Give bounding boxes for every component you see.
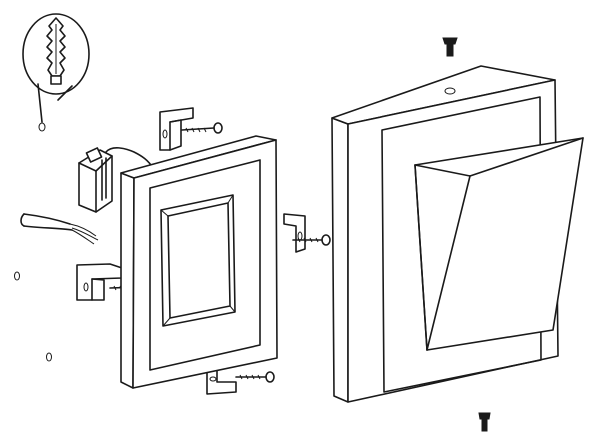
mounting-bracket-icon [159,107,194,151]
frame-icon [120,135,278,389]
screw-icon [292,234,331,246]
screw-icon [442,37,458,57]
mounting-bracket-icon [76,263,123,301]
mounting-bracket-icon [283,213,306,253]
cover-icon [331,65,584,403]
terminal-block-icon [78,147,113,213]
wall-plug-callout [22,13,90,132]
washer-icon [46,352,52,362]
screw-icon [235,371,275,383]
washer-icon [14,271,20,281]
screw-icon [181,122,223,134]
cable-icon [105,147,154,169]
wall-plug-icon [46,17,66,85]
cable-icon [20,213,99,245]
screw-icon [478,412,491,432]
